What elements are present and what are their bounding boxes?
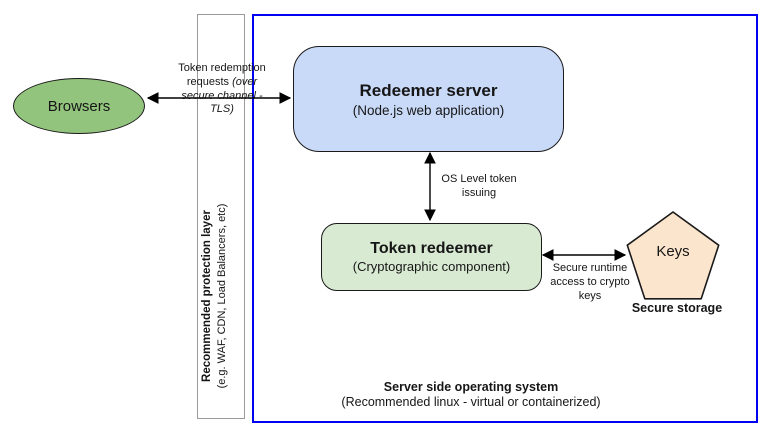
redeemer-server-subtitle: (Node.js web application) (352, 102, 505, 118)
token-redeemer-subtitle: (Cryptographic component) (352, 259, 511, 274)
token-redeemer-title: Token redeemer (370, 240, 493, 257)
server-os-subtitle: (Recommended linux - virtual or containe… (341, 394, 601, 409)
protection-layer-subtitle: (e.g. WAF, CDN, Load Balancers, etc) (215, 203, 228, 389)
edge-label-secure-runtime: Secure runtime access to crypto keys (550, 262, 630, 302)
server-os-boundary (252, 14, 758, 423)
redeemer-server-title: Redeemer server (359, 80, 498, 100)
server-os-caption: Server side operating system (Recommende… (341, 380, 601, 410)
edge-label-os-issuing: OS Level token issuing (441, 173, 517, 199)
protection-layer-label: Recommended protection layer (e.g. WAF, … (200, 190, 236, 402)
protection-layer-box (197, 14, 245, 419)
edge-label-token-redemption-text: Token redemption requests (178, 62, 266, 88)
browsers-label: Browsers (47, 97, 111, 115)
server-os-title: Server side operating system (383, 380, 559, 394)
edge-label-token-redemption: Token redemption requests (over secure c… (176, 62, 268, 117)
secure-storage-label: Secure storage (631, 301, 723, 315)
protection-layer-title: Recommended protection layer (201, 210, 213, 382)
token-redeemer-node: Token redeemer (Cryptographic component) (321, 223, 542, 291)
browsers-node: Browsers (13, 78, 145, 134)
redeemer-server-node: Redeemer server (Node.js web application… (293, 46, 564, 152)
keys-label: Keys (656, 243, 690, 260)
